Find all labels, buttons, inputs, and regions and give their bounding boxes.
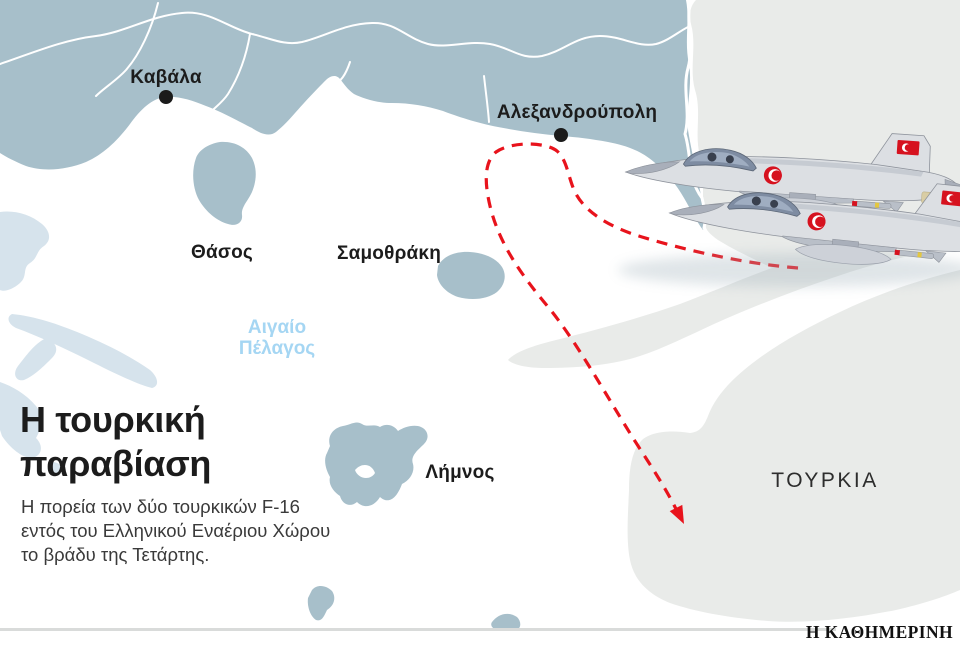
label-samothraki: Σαμοθράκη: [336, 243, 442, 264]
limnos-bay: [355, 464, 375, 479]
island-thasos: [193, 141, 256, 225]
subtitle-line3: το βράδυ της Τετάρτης.: [21, 544, 210, 565]
flight-route-arrowhead-icon: [669, 504, 684, 524]
infographic-subtitle: Η πορεία των δύο τουρκικών F-16 εντός το…: [21, 495, 330, 567]
island-limnos: [325, 422, 428, 507]
label-aegean-line1: Αιγαίο: [247, 317, 307, 338]
title-line2: παραβίαση: [20, 443, 212, 484]
label-aegean-line2: Πέλαγος: [238, 338, 316, 359]
faded-coastline-group: [0, 211, 158, 476]
kathimerini-logo: Η ΚΑΘΗΜΕΡΙΝΗ: [805, 622, 953, 642]
subtitle-line2: εντός του Ελληνικού Εναέριου Χώρου: [21, 520, 331, 541]
label-aegean-sea: Αιγαίο Πέλαγος: [239, 317, 315, 359]
island-lesvos-tip: [491, 613, 521, 630]
city-marker-kavala: [159, 90, 173, 104]
subtitle-line1: Η πορεία των δύο τουρκικών F-16: [21, 496, 300, 517]
label-turkey: ΤΟΥΡΚΙΑ: [771, 469, 879, 492]
turkey-anatolia-landmass: [627, 270, 960, 622]
island-samothraki: [437, 251, 505, 300]
label-thasos: Θάσος: [191, 242, 253, 263]
greece-thrace-landmass: [0, 0, 705, 230]
city-marker-alexandroupoli: [554, 128, 568, 142]
label-kavala: Καβάλα: [130, 67, 202, 88]
footer-divider: [0, 628, 836, 631]
island-agios-efstratios: [307, 585, 335, 621]
jet-shadow: [618, 253, 960, 287]
label-limnos: Λήμνος: [425, 462, 495, 483]
label-alexandroupoli: Αλεξανδρούπολη: [496, 102, 658, 123]
title-line1: Η τουρκική: [20, 399, 206, 440]
infographic-title: Η τουρκική παραβίαση: [20, 398, 211, 486]
